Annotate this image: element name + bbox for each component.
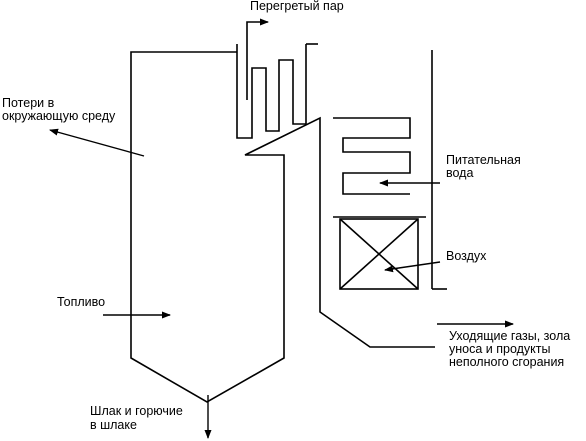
air-heater-cross-2 (339, 218, 419, 290)
air-arrow (384, 261, 441, 273)
superheater-outlet-pipe (246, 21, 264, 100)
feed-water-label-line2: вода (446, 166, 473, 180)
superheated-steam-label: Перегретый пар (250, 0, 344, 13)
losses-label-line2: окружающую среду (2, 109, 116, 123)
fuel-label: Топливо (57, 295, 105, 309)
losses-label-line1: Потери в (2, 96, 55, 110)
furnace-outline (130, 51, 435, 403)
flue-gases-label-line1: Уходящие газы, зола (449, 329, 570, 343)
flue-gases-label-line3: неполного сгорания (449, 355, 564, 369)
air-heater-box (339, 218, 419, 290)
losses-arrow (49, 128, 145, 157)
slag-label-line2: в шлаке (90, 418, 137, 432)
flue-gases-label-line2: уноса и продукты (449, 342, 551, 356)
air-label: Воздух (446, 249, 487, 263)
feed-water-label-line1: Питательная (446, 153, 521, 167)
superheater-coil (236, 44, 307, 139)
economizer-coil (333, 117, 411, 195)
slag-label-line1: Шлак и горючие (90, 404, 183, 418)
